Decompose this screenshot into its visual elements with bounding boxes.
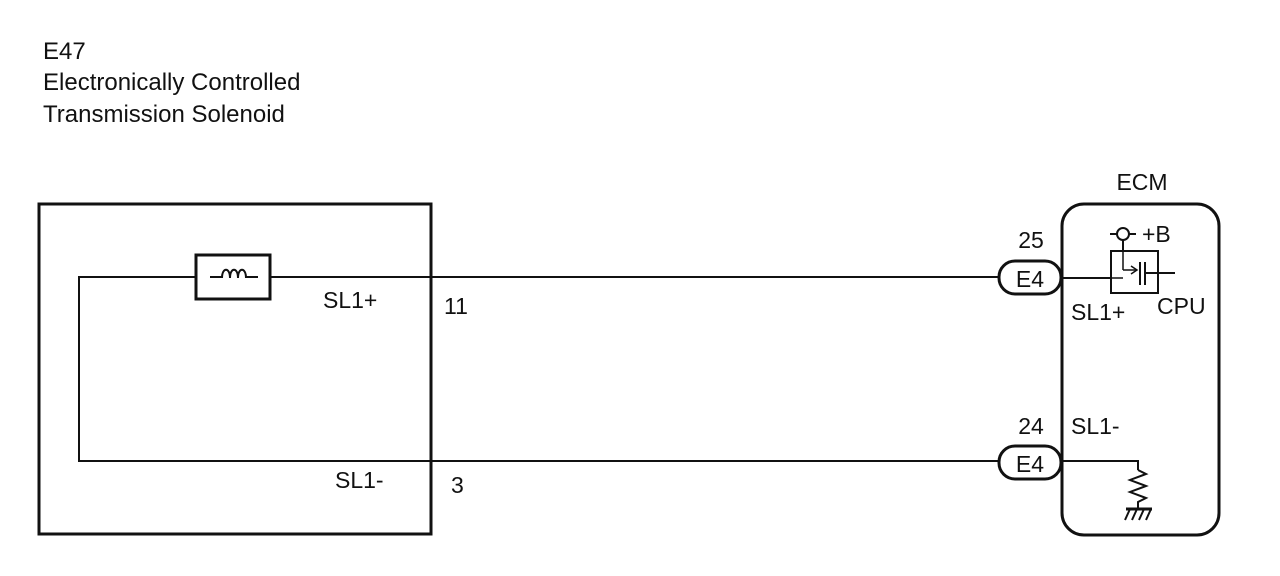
ecm-terminal-label-lower: SL1- [1071,413,1120,439]
ecm-title: ECM [1116,169,1167,195]
connector-shell-lower [997,444,1063,481]
resistor-icon [1127,469,1149,508]
ecm-terminal-label-upper: SL1+ [1071,299,1125,325]
power-supply-icon [1110,227,1136,251]
solenoid-internal-wire [78,276,431,462]
connector-id-upper: E4 [1016,266,1044,292]
component-name-line-1: Electronically Controlled [43,69,301,96]
ecm-box [1060,202,1221,537]
solenoid-coil-box [194,253,272,301]
connector-e4-lower: 24 E4 [997,413,1063,481]
ground-icon [1124,507,1152,521]
cpu-label: CPU [1157,293,1206,319]
solenoid-box [37,202,433,536]
connector-pin-lower: 24 [1018,413,1044,439]
solenoid-pin-label-lower: SL1- [335,467,384,493]
solenoid-pin-number-lower: 3 [451,472,464,498]
component-name-line-2: Transmission Solenoid [43,101,285,128]
connector-e4-upper: 25 E4 [997,227,1063,296]
coil-icon [210,268,258,279]
component-code: E47 [43,38,86,65]
connector-id-lower: E4 [1016,451,1044,477]
power-label: +B [1142,221,1171,247]
transistor-icon [1111,251,1175,285]
solenoid-pin-number-upper: 11 [444,293,468,319]
connector-pin-upper: 25 [1018,227,1044,253]
ecm-input-wire-lower [1061,460,1139,470]
solenoid-pin-label-upper: SL1+ [323,287,377,313]
